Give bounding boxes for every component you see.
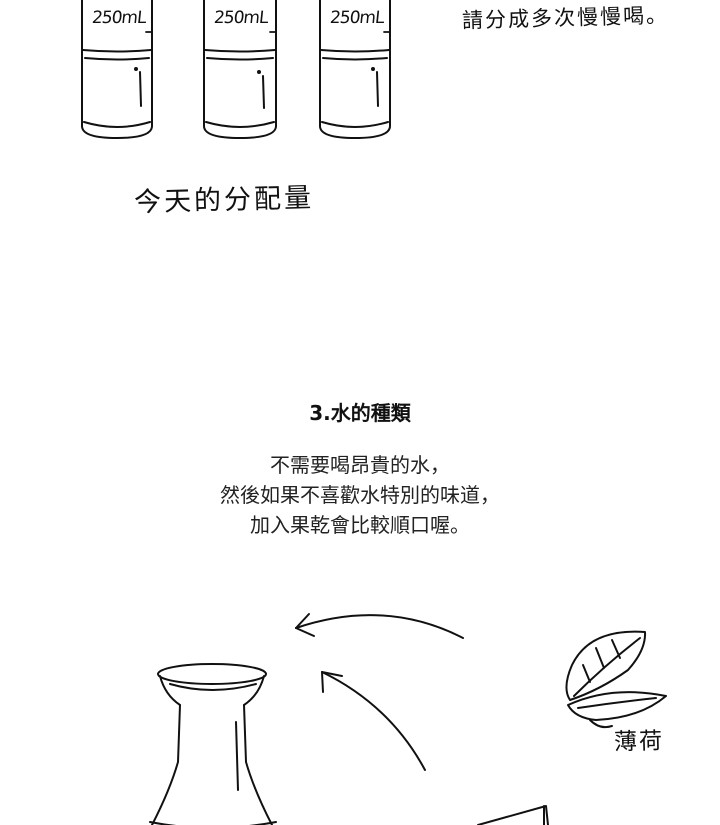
mint-label: 薄荷 bbox=[613, 728, 665, 756]
carafe-icon bbox=[149, 663, 277, 825]
daily-amount-caption: 今天的分配量 bbox=[133, 182, 315, 219]
body-line-2: 然後如果不喜歡水特別的味道， bbox=[220, 483, 500, 507]
measuring-cup-3 bbox=[319, 0, 391, 139]
cup-label-3: 250mL bbox=[328, 8, 385, 28]
measuring-cup-2 bbox=[203, 0, 277, 139]
glass-edge bbox=[477, 805, 549, 825]
cup-label-2: 250mL bbox=[212, 8, 269, 28]
arrow-lower bbox=[321, 671, 426, 771]
cup-label-1: 250mL bbox=[90, 8, 147, 28]
body-line-1: 不需要喝昂貴的水， bbox=[270, 453, 450, 477]
cups-illustration bbox=[81, 0, 391, 139]
body-line-3: 加入果乾會比較順口喔。 bbox=[250, 513, 470, 537]
section-body: 不需要喝昂貴的水， 然後如果不喜歡水特別的味道， 加入果乾會比較順口喔。 bbox=[0, 450, 720, 540]
arrow-upper bbox=[295, 613, 464, 639]
section-title: 3.水的種類 bbox=[309, 401, 411, 425]
mint-leaf-icon bbox=[565, 630, 667, 729]
drink-slowly-note: 請分成多次慢慢喝。 bbox=[461, 3, 670, 33]
measuring-cup-1 bbox=[81, 0, 153, 139]
water-flavor-illustration bbox=[149, 613, 667, 825]
